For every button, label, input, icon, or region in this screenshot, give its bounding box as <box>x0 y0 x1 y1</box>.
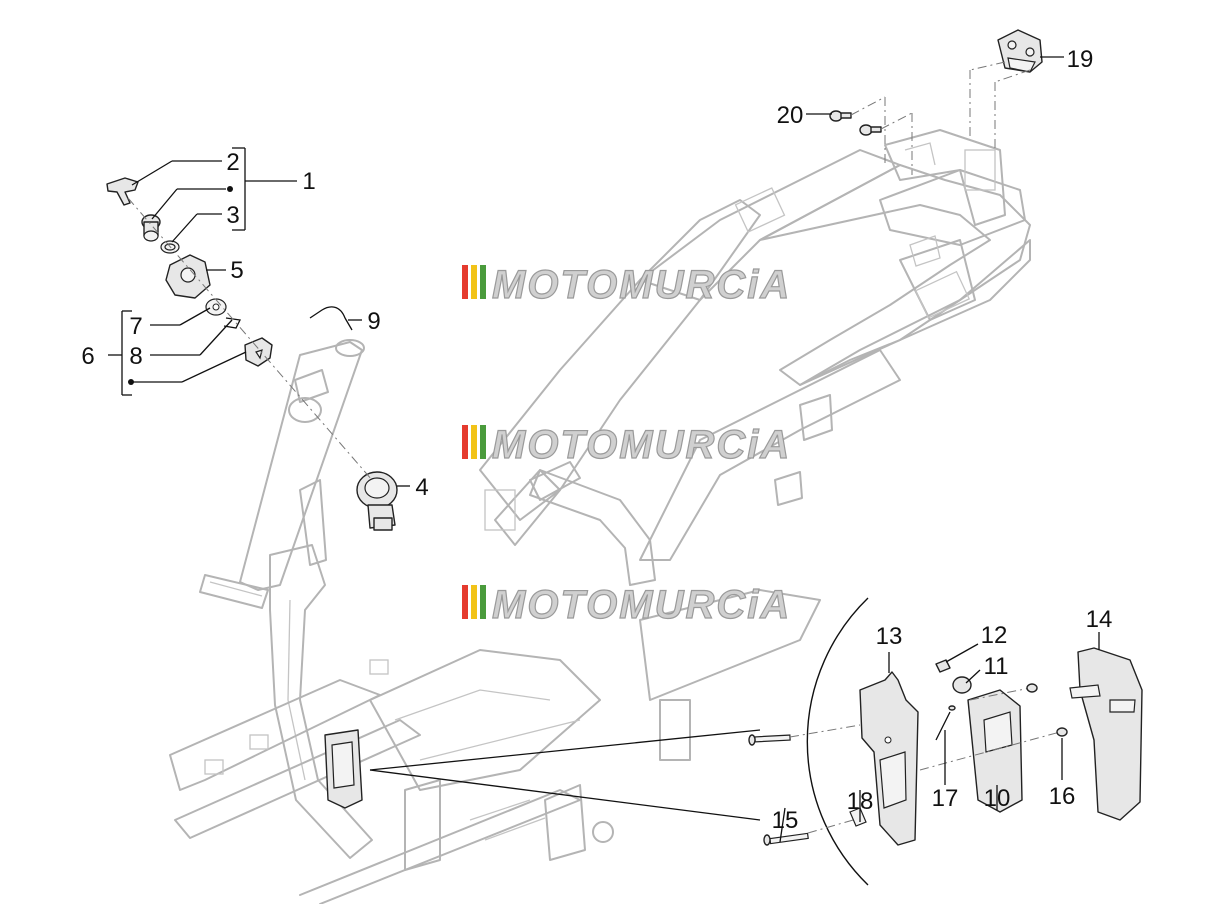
callout-6: 6 <box>81 343 94 370</box>
watermark-text: MOTOMURCiA <box>492 423 791 467</box>
bolt-part-15a <box>748 734 791 746</box>
bolt-part-15b <box>763 832 809 846</box>
callout-10: 10 <box>984 785 1011 812</box>
callout-11: 11 <box>984 653 1009 680</box>
cap-part <box>244 337 273 367</box>
nut-part-16b <box>1056 727 1068 737</box>
nut-part-16a <box>1026 683 1038 693</box>
callout-4: 4 <box>415 474 428 501</box>
callout-12: 12 <box>981 622 1008 649</box>
lock-cylinder-part <box>141 214 161 242</box>
watermark-top: MOTOMURCiA <box>462 262 791 308</box>
nut-part-11 <box>952 676 972 694</box>
clip-part-18 <box>849 807 867 827</box>
callout-2: 2 <box>226 149 239 176</box>
spring-wire-part <box>309 306 353 331</box>
washer-part <box>205 298 227 316</box>
screw-part-20b <box>859 124 882 136</box>
callout-labels: 1 2 3 4 5 6 7 8 9 10 11 12 13 14 15 16 1… <box>81 46 1112 834</box>
callout-1: 1 <box>302 168 315 195</box>
leader-lines <box>108 56 1100 843</box>
watermark-text: MOTOMURCiA <box>492 263 791 307</box>
lock-bracket-part <box>967 689 1023 813</box>
watermark-middle: MOTOMURCiA <box>462 422 791 468</box>
screw-part-20a <box>829 110 852 122</box>
ignition-switch-part <box>356 471 398 531</box>
lock-housing-part <box>165 254 211 299</box>
watermark-text: MOTOMURCiA <box>492 583 791 627</box>
screw-part-17 <box>935 705 956 741</box>
key-part <box>106 177 139 206</box>
watermark-bottom: MOTOMURCiA <box>462 582 791 628</box>
callout-18: 18 <box>847 788 874 815</box>
callout-9: 9 <box>367 308 380 335</box>
seat-latch-part <box>997 29 1043 73</box>
callout-13: 13 <box>876 623 903 650</box>
callout-16: 16 <box>1049 783 1076 810</box>
callout-14: 14 <box>1086 606 1113 633</box>
callout-8: 8 <box>129 343 142 370</box>
callout-17: 17 <box>932 785 959 812</box>
callout-20: 20 <box>777 102 804 129</box>
callout-5: 5 <box>230 257 243 284</box>
lock-body-part <box>859 671 919 846</box>
callout-3: 3 <box>226 202 239 229</box>
callout-7: 7 <box>129 313 142 340</box>
watermark-group: MOTOMURCiA MOTOMURCiA MOTOMURCiA <box>462 262 791 628</box>
callout-15: 15 <box>772 807 799 834</box>
lock-cover-part <box>1069 647 1143 821</box>
spring-part-12 <box>935 659 951 673</box>
scooter-frame <box>169 129 1031 905</box>
callout-19: 19 <box>1067 46 1094 73</box>
